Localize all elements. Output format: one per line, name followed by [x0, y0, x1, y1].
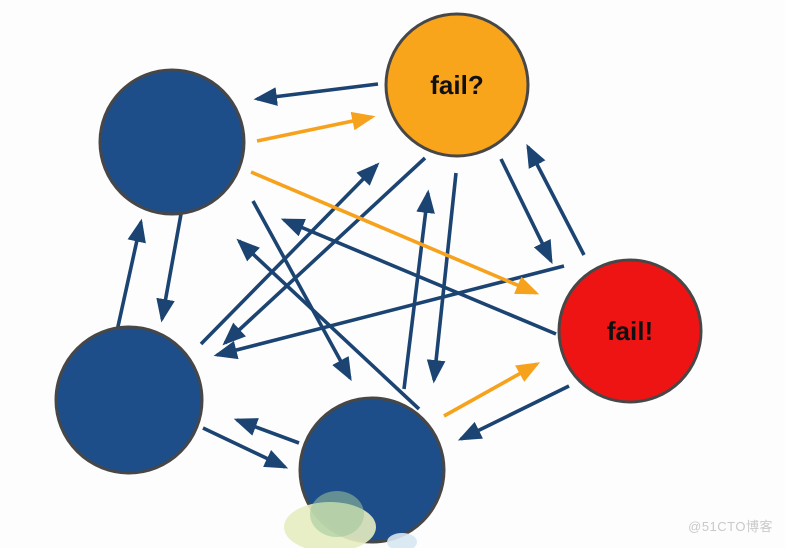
edge-fail-exclaim-to-bottom-center: [457, 384, 570, 441]
decor-layer: [284, 491, 417, 548]
node-fail-question: fail?: [384, 12, 530, 158]
node-fail-exclaim: fail!: [557, 258, 703, 404]
edge-fail-question-to-bottom-center: [426, 172, 458, 384]
edge-top-left-to-bottom-left: [156, 213, 183, 323]
node-fail-question-label: fail?: [430, 70, 483, 100]
node-fail-question-circle: [384, 12, 530, 158]
edge-bottom-left-to-top-left: [115, 218, 146, 332]
nodes-layer: fail? fail!: [54, 12, 703, 544]
watermark-blob: [387, 533, 417, 548]
edge-bottom-left-to-bottom-center: [202, 426, 289, 469]
edge-fail-exclaim-to-fail-question: [526, 143, 586, 256]
edge-fail-question-to-fail-exclaim: [499, 158, 553, 265]
edge-fail-question-to-top-left: [253, 82, 379, 106]
node-bottom-left-circle: [54, 325, 204, 475]
edge-top-left-to-bottom-center: [251, 200, 352, 382]
node-bottom-left: [54, 325, 204, 475]
edges-layer: [115, 82, 586, 469]
node-top-left: [98, 68, 246, 216]
node-fail-exclaim-label: fail!: [607, 316, 653, 346]
watermark-blob: [310, 491, 364, 537]
edge-bottom-center-to-fail-question: [402, 189, 435, 390]
edge-bottom-center-to-fail-exclaim: [443, 362, 541, 418]
edge-bottom-left-to-fail-question: [199, 162, 380, 346]
watermark-text: @51CTO博客: [688, 519, 773, 534]
edge-fail-question-to-bottom-left: [222, 156, 427, 346]
edge-bottom-center-to-bottom-left: [233, 418, 300, 445]
edge-fail-exclaim-to-top-left: [280, 218, 557, 336]
node-fail-exclaim-circle: [557, 258, 703, 404]
node-top-left-circle: [98, 68, 246, 216]
edge-fail-exclaim-to-bottom-left: [213, 264, 565, 360]
edge-top-left-to-fail-question: [256, 111, 376, 143]
edge-top-left-to-fail-exclaim: [250, 170, 540, 295]
